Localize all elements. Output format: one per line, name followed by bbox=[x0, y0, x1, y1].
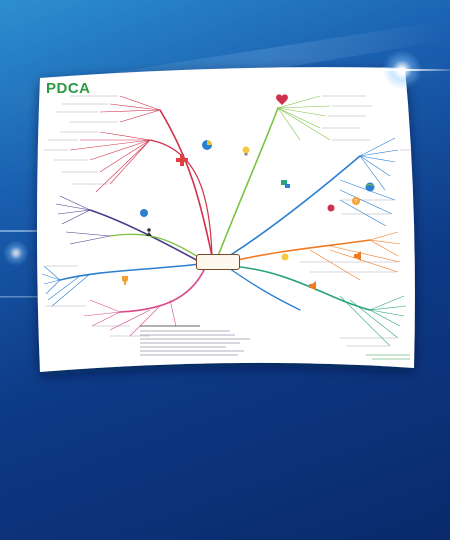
leaf-text bbox=[44, 95, 412, 347]
trophy-icon bbox=[122, 276, 128, 285]
pie-chart-icon bbox=[202, 140, 212, 150]
legend-lines bbox=[140, 325, 250, 356]
pdca-logo: PDCA bbox=[46, 80, 91, 97]
svg-text:?: ? bbox=[354, 200, 358, 206]
speaker-icon bbox=[309, 281, 316, 291]
heart-icon bbox=[276, 94, 288, 105]
light-flare-line bbox=[340, 69, 450, 71]
globe-icon bbox=[140, 209, 148, 217]
shapes-icon bbox=[281, 180, 290, 188]
pie-chart-icon bbox=[327, 204, 335, 212]
branch-lines bbox=[59, 107, 371, 313]
globe-icon bbox=[365, 182, 375, 192]
poster-paper bbox=[37, 67, 415, 372]
speaker-icon bbox=[354, 251, 361, 261]
sun-icon bbox=[281, 253, 289, 261]
legend-block bbox=[140, 324, 270, 363]
lightbulb-icon bbox=[242, 146, 250, 156]
question-icon: ? bbox=[352, 197, 360, 206]
cross-icon bbox=[176, 154, 188, 166]
central-topic bbox=[196, 254, 240, 270]
person-icon bbox=[146, 228, 152, 236]
light-flare-small bbox=[3, 240, 29, 266]
footer-note bbox=[362, 352, 410, 364]
